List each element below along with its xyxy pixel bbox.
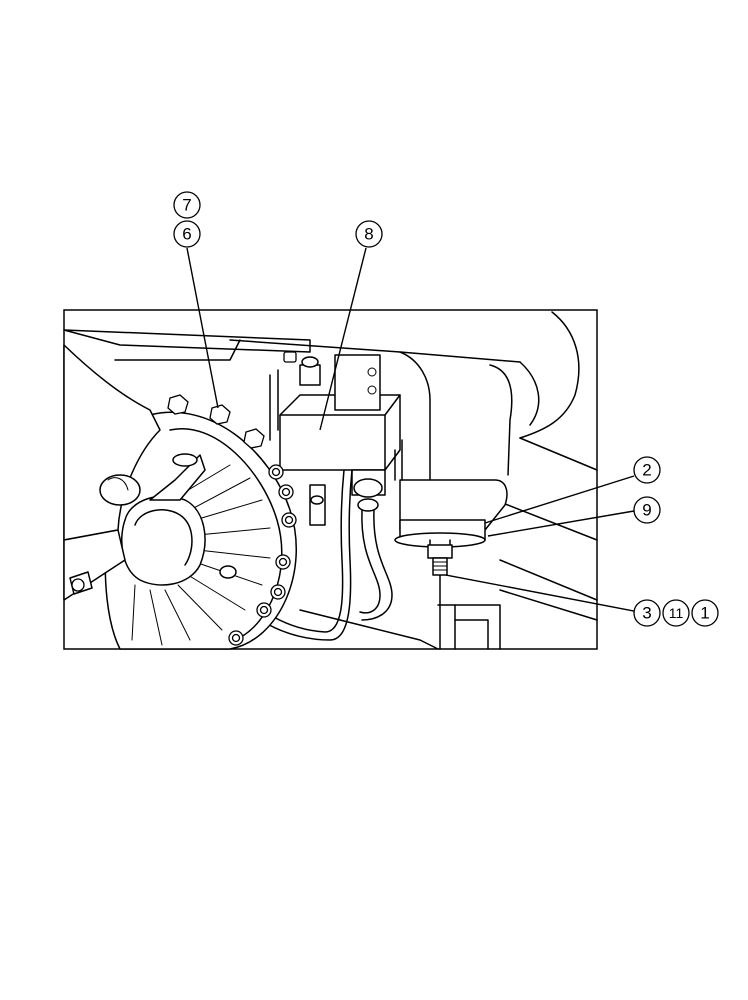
svg-text:2: 2: [642, 461, 651, 480]
callout-6: 6: [173, 220, 201, 248]
mechanical-illustration: [63, 311, 598, 650]
callout-9: 9: [633, 496, 661, 524]
leader-lines: [186, 247, 635, 612]
svg-text:9: 9: [642, 501, 651, 520]
callout-1: 1: [691, 599, 719, 627]
flange-bolts: [167, 394, 297, 646]
callout-7: 7: [173, 191, 201, 219]
svg-text:6: 6: [182, 225, 191, 244]
svg-text:3: 3: [642, 604, 651, 623]
callout-2: 2: [633, 456, 661, 484]
callout-11: 11: [662, 599, 690, 627]
svg-text:11: 11: [669, 605, 684, 621]
svg-text:1: 1: [700, 604, 709, 623]
callout-8: 8: [355, 220, 383, 248]
svg-text:8: 8: [364, 225, 373, 244]
callout-3: 3: [633, 599, 661, 627]
svg-text:7: 7: [182, 196, 191, 215]
